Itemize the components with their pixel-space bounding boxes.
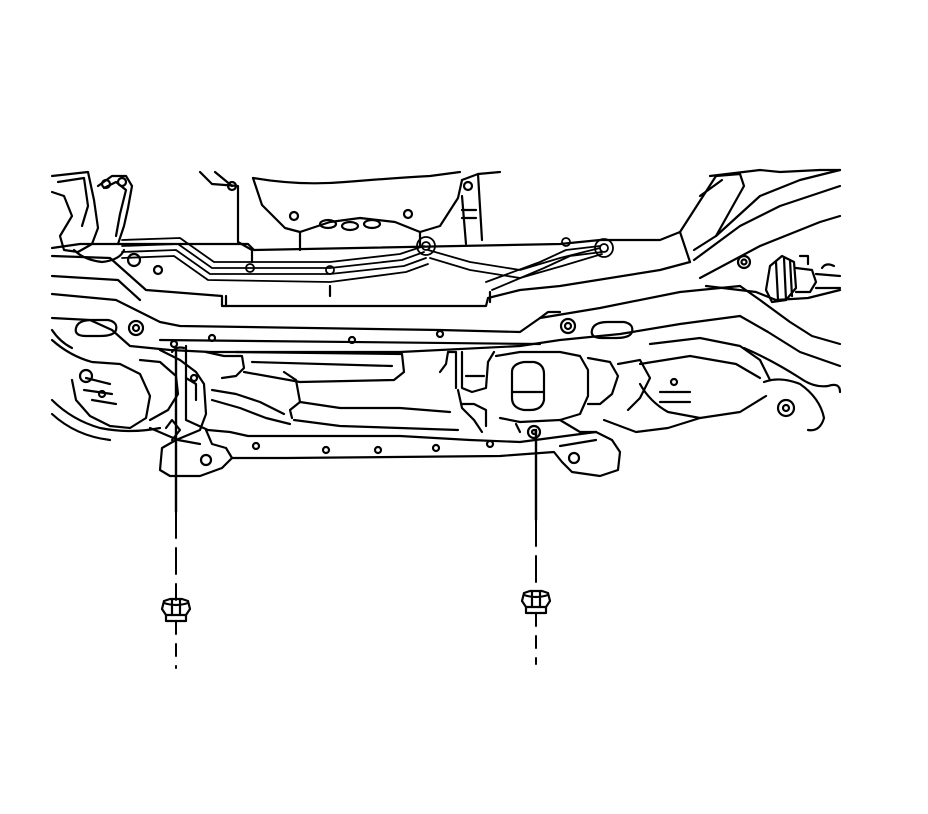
crossmember-beam: [50, 230, 742, 354]
right-subframe-nut: [520, 589, 552, 615]
left-subframe-nut: [160, 597, 192, 623]
subframe-lower-body: [158, 339, 622, 478]
fastener-leader-lines: [174, 350, 538, 669]
transmission-housing: [198, 170, 502, 264]
left-tie-rod-area: [50, 170, 164, 276]
right-control-arm: [602, 168, 842, 434]
hex-flange-nut-icon: [160, 597, 192, 617]
hex-flange-nut-icon: [520, 589, 552, 609]
